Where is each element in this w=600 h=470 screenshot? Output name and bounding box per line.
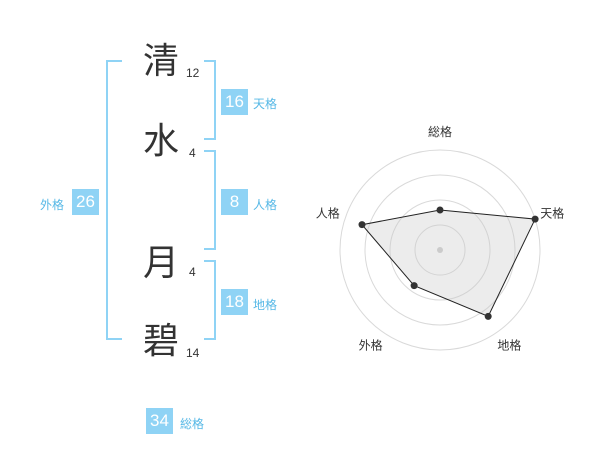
stroke-count-1: 12 [186, 66, 200, 80]
stroke-count-2: 4 [189, 146, 196, 160]
radar-axis-label-4: 外格 [359, 338, 383, 353]
name-char-4: 碧 [143, 321, 180, 362]
radar-ring-3 [364, 174, 516, 326]
tenkaku-value: 16 [221, 89, 248, 115]
gaikaku-value: 26 [72, 189, 99, 215]
radar-axis-label-2: 天格 [540, 206, 564, 221]
radar-ring-1 [414, 224, 466, 276]
radar-axis-label-1: 総格 [428, 124, 452, 139]
radar-axis-label-3: 地格 [497, 338, 521, 353]
radar-point-4 [410, 282, 418, 290]
chikaku-bracket [204, 260, 216, 340]
soukaku-label: 総格 [180, 417, 205, 431]
chikaku-value: 18 [221, 289, 248, 315]
gaikaku-label: 外格 [40, 198, 65, 212]
radar-series-polygon [361, 209, 536, 317]
radar-ring-4 [339, 149, 541, 351]
radar-point-2 [531, 215, 539, 223]
tenkaku-bracket [204, 60, 216, 140]
jinkaku-bracket [204, 150, 216, 250]
name-char-1: 清 [143, 41, 180, 82]
jinkaku-value: 8 [221, 189, 248, 215]
jinkaku-label: 人格 [253, 198, 278, 212]
soukaku-value: 34 [146, 408, 173, 434]
radar-point-1 [436, 206, 444, 214]
tenkaku-label: 天格 [253, 97, 278, 111]
radar-point-5 [358, 221, 366, 229]
chikaku-label: 地格 [253, 298, 278, 312]
name-char-3: 月 [143, 243, 180, 284]
radar-ring-2 [389, 199, 491, 301]
stroke-count-3: 4 [189, 265, 196, 279]
radar-center-dot [437, 247, 443, 253]
stroke-count-4: 14 [186, 346, 200, 360]
radar-point-3 [484, 312, 492, 320]
gaikaku-bracket [106, 60, 122, 340]
name-char-2: 水 [143, 121, 180, 162]
radar-axis-label-5: 人格 [316, 206, 340, 221]
